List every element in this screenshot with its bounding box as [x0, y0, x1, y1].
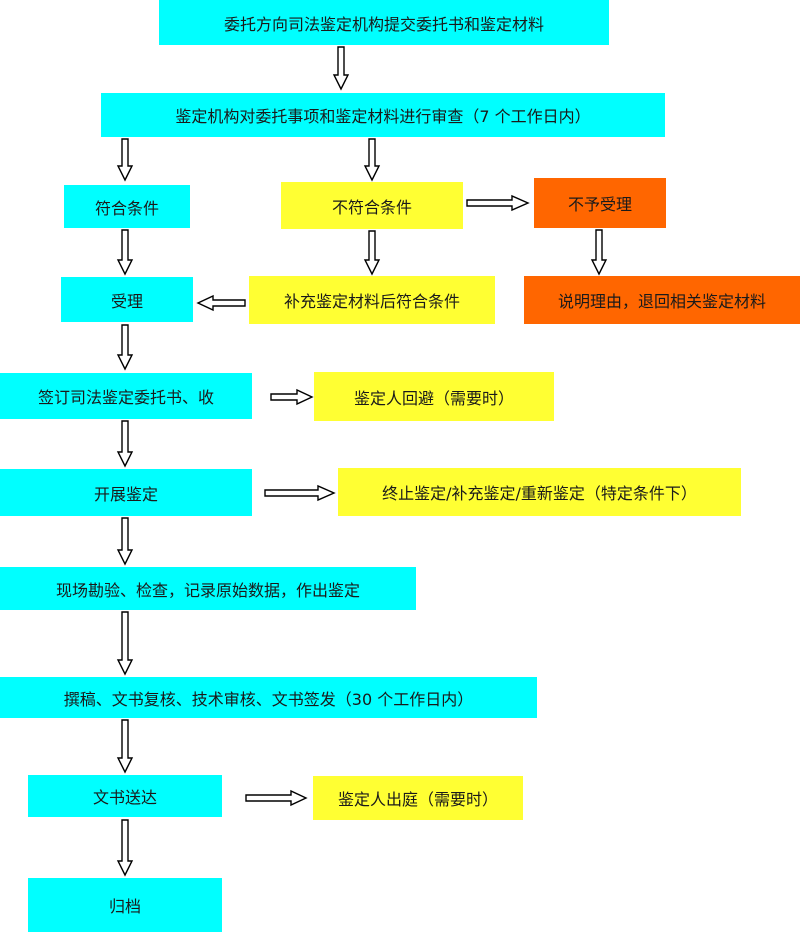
node-meets-label: 符合条件 — [94, 198, 159, 218]
arrow-submit-to-review — [332, 46, 350, 91]
node-survey-label: 现场勘验、检查，记录原始数据，作出鉴定 — [55, 580, 360, 600]
arrow-meets-to-accept — [116, 229, 134, 276]
node-accept: 受理 — [61, 277, 193, 322]
node-review-label: 鉴定机构对委托事项和鉴定材料进行审查（7 个工作日内） — [175, 107, 591, 126]
arrow-start-to-terminate — [264, 484, 336, 502]
arrow-accept-to-sign — [116, 324, 134, 371]
node-recuse-label: 鉴定人回避（需要时） — [353, 388, 514, 408]
node-start: 开展鉴定 — [0, 469, 252, 516]
node-draft-label: 撰稿、文书复核、技术审核、文书签发（30 个工作日内） — [63, 689, 474, 709]
node-explain: 说明理由，退回相关鉴定材料 — [524, 276, 800, 324]
node-survey: 现场勘验、检查，记录原始数据，作出鉴定 — [0, 567, 416, 610]
node-court: 鉴定人出庭（需要时） — [313, 776, 523, 820]
node-reject: 不予受理 — [534, 178, 666, 228]
node-submit-label: 委托方向司法鉴定机构提交委托书和鉴定材料 — [223, 14, 544, 34]
node-sign: 签订司法鉴定委托书、收 — [0, 373, 252, 419]
node-terminate-label: 终止鉴定/补充鉴定/重新鉴定（特定条件下） — [382, 484, 697, 503]
node-recuse: 鉴定人回避（需要时） — [314, 372, 554, 421]
node-meets: 符合条件 — [64, 185, 190, 228]
arrow-review-to-meets — [116, 138, 134, 182]
node-deliver-label: 文书送达 — [92, 788, 157, 807]
node-review: 鉴定机构对委托事项和鉴定材料进行审查（7 个工作日内） — [101, 93, 665, 137]
arrow-deliver-to-court — [245, 789, 308, 807]
arrow-not-meets-to-supplement — [363, 230, 381, 276]
arrow-reject-to-explain — [590, 229, 608, 276]
node-supplement: 补充鉴定材料后符合条件 — [249, 276, 495, 324]
node-draft: 撰稿、文书复核、技术审核、文书签发（30 个工作日内） — [0, 677, 537, 718]
arrow-sign-to-recuse — [270, 388, 314, 406]
arrow-review-to-not-meets — [363, 138, 381, 182]
node-not-meets: 不符合条件 — [281, 182, 463, 229]
arrow-sign-to-start — [116, 420, 134, 468]
node-not-meets-label: 不符合条件 — [331, 197, 412, 217]
node-start-label: 开展鉴定 — [93, 484, 158, 504]
node-court-label: 鉴定人出庭（需要时） — [337, 790, 498, 809]
arrow-start-to-survey — [116, 517, 134, 566]
node-sign-label: 签订司法鉴定委托书、收 — [37, 388, 214, 407]
node-reject-label: 不予受理 — [567, 195, 632, 214]
arrow-draft-to-deliver — [116, 719, 134, 774]
node-terminate: 终止鉴定/补充鉴定/重新鉴定（特定条件下） — [338, 468, 741, 516]
node-deliver: 文书送达 — [28, 775, 222, 817]
node-archive: 归档 — [28, 878, 222, 932]
arrow-survey-to-draft — [116, 611, 134, 676]
node-submit: 委托方向司法鉴定机构提交委托书和鉴定材料 — [159, 0, 609, 45]
arrow-supplement-to-accept — [196, 294, 246, 312]
node-accept-label: 受理 — [110, 291, 143, 311]
node-explain-label: 说明理由，退回相关鉴定材料 — [557, 292, 766, 311]
arrow-deliver-to-archive — [116, 819, 134, 877]
node-supplement-label: 补充鉴定材料后符合条件 — [283, 292, 460, 311]
node-archive-label: 归档 — [108, 897, 141, 916]
arrow-not-meets-to-reject — [466, 194, 530, 212]
